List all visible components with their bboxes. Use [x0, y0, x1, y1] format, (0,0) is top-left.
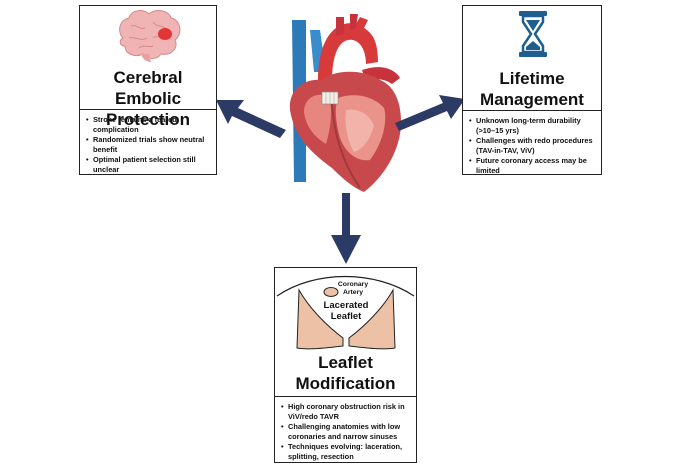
- list-item: Unknown long-term durability (>10–15 yrs…: [469, 116, 595, 136]
- coronary-artery-shape: [323, 287, 339, 297]
- leaflet-title: Leaflet Modification: [275, 352, 416, 394]
- lifetime-title-line2: Management: [480, 90, 584, 109]
- brain-icon: [119, 10, 181, 62]
- lacerated-leaflet-diagram: Coronary Artery Lacerated Leaflet: [276, 276, 415, 350]
- hourglass-icon: [519, 11, 547, 57]
- coronary-label-line2: Artery: [343, 289, 363, 296]
- coronary-label-line1: Coronary: [338, 281, 368, 288]
- lifetime-title-line1: Lifetime: [499, 69, 565, 88]
- cerebral-title-line1: Cerebral Embolic: [113, 68, 183, 108]
- list-item: High coronary obstruction risk in ViV/re…: [281, 402, 410, 422]
- right-leaflet-shape: [348, 288, 396, 350]
- list-item: Randomized trials show neutral benefit: [86, 135, 210, 155]
- leaflet-title-line2: Modification: [295, 374, 396, 393]
- cerebral-bullet-list: Stroke remains a feared complication Ran…: [80, 110, 216, 175]
- lifetime-management-panel: Lifetime Management Unknown long-term du…: [462, 5, 602, 175]
- leaflet-header: Coronary Artery Lacerated Leaflet Leafle…: [275, 268, 416, 397]
- leaflet-label-line2: Leaflet: [331, 311, 362, 322]
- list-item: Future coronary access may be limited: [469, 156, 595, 176]
- leaflet-label-line1: Lacerated: [324, 300, 369, 311]
- arrow-to-cerebral: [216, 100, 286, 138]
- leaflet-title-line1: Leaflet: [318, 353, 373, 372]
- arrow-to-lifetime: [395, 95, 465, 131]
- cerebral-embolic-protection-panel: Cerebral Embolic Protection Stroke remai…: [79, 5, 217, 175]
- lifetime-title: Lifetime Management: [463, 68, 601, 110]
- list-item: Techniques evolving: laceration, splitti…: [281, 442, 410, 462]
- list-item: Challenging anatomies with low coronarie…: [281, 422, 410, 442]
- list-item: Challenges with redo procedures (TAV-in-…: [469, 136, 595, 156]
- lifetime-header: Lifetime Management: [463, 6, 601, 111]
- lifetime-bullet-list: Unknown long-term durability (>10–15 yrs…: [463, 111, 601, 176]
- list-item: Optimal patient selection still unclear: [86, 155, 210, 175]
- list-item: Stroke remains a feared complication: [86, 115, 210, 135]
- leaflet-bullet-list: High coronary obstruction risk in ViV/re…: [275, 397, 416, 462]
- left-leaflet-shape: [296, 288, 344, 350]
- cerebral-header: Cerebral Embolic Protection: [80, 6, 216, 129]
- aorta-shape: [318, 17, 378, 82]
- heart-illustration: [289, 14, 402, 192]
- leaflet-modification-panel: Coronary Artery Lacerated Leaflet Leafle…: [274, 267, 417, 463]
- arrow-to-leaflet: [331, 193, 361, 264]
